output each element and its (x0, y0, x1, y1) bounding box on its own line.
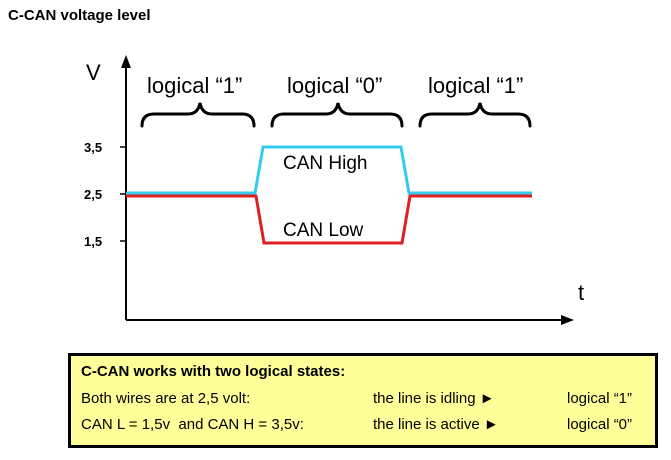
can-low-trace (126, 194, 532, 245)
state-label-recessive-2: logical “1” (428, 73, 523, 98)
info-state: logical “0” (567, 416, 633, 433)
y-axis-label: V (86, 60, 101, 85)
info-row: Both wires are at 2,5 volt: the line is … (81, 390, 645, 416)
brace-dominant (270, 102, 404, 128)
x-axis-label: t (578, 280, 584, 305)
info-condition: Both wires are at 2,5 volt: (81, 390, 251, 407)
info-description: the line is active ► (373, 416, 499, 433)
can-high-label: CAN High (283, 153, 367, 174)
can-low-label: CAN Low (283, 220, 364, 241)
state-label-dominant: logical “0” (287, 73, 382, 98)
y-axis-arrow (121, 55, 131, 68)
info-box: C-CAN works with two logical states: Bot… (68, 353, 658, 448)
info-row: CAN L = 1,5v and CAN H = 3,5v: the line … (81, 416, 645, 442)
axes (121, 55, 574, 325)
tick-label-3-5: 3,5 (84, 140, 102, 155)
can-high-trace (126, 145, 532, 195)
tick-label-1-5: 1,5 (84, 234, 102, 249)
info-condition: CAN L = 1,5v and CAN H = 3,5v: (81, 416, 304, 433)
page-title: C-CAN voltage level (8, 7, 151, 24)
info-heading: C-CAN works with two logical states: (81, 363, 346, 380)
tick-label-2-5: 2,5 (84, 187, 102, 202)
voltage-diagram: V t 3,5 2,5 1,5 logical “1” logical “0” … (84, 55, 584, 325)
brace-recessive-1 (140, 102, 256, 128)
state-label-recessive-1: logical “1” (147, 73, 242, 98)
brace-recessive-2 (418, 102, 532, 128)
x-axis-arrow (561, 315, 574, 325)
info-description: the line is idling ► (373, 390, 495, 407)
info-state: logical “1” (567, 390, 633, 407)
